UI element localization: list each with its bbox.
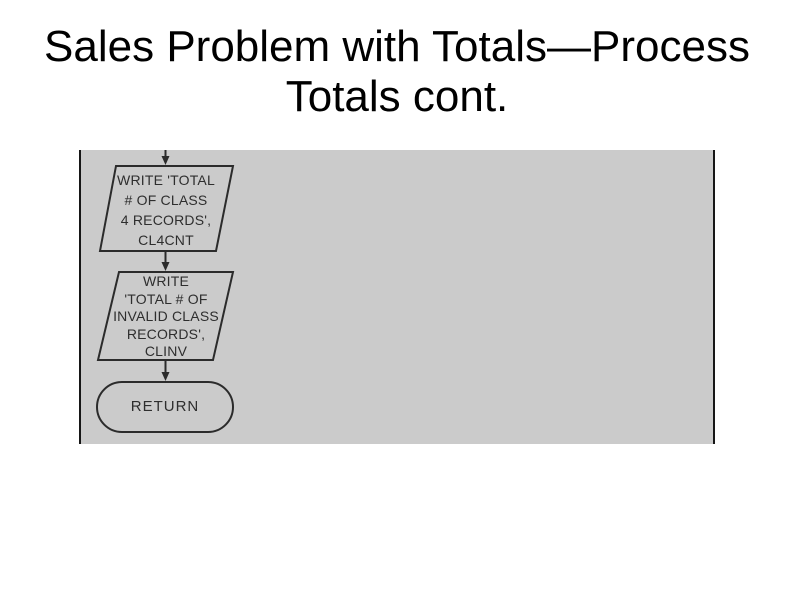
flowchart-shapes [96, 150, 235, 433]
flow-text-line: WRITE 'TOTAL [117, 172, 215, 188]
io-parallelogram-class4 [98, 165, 235, 252]
incoming-flow-arrow [161, 150, 170, 165]
flow-text-line: 'TOTAL # OF [124, 290, 208, 307]
terminator-return-label: RETURN [130, 398, 200, 415]
flow-text-line: CL4CNT [138, 232, 194, 248]
flow-arrow-1 [161, 251, 170, 271]
io-text-class4: WRITE 'TOTAL # OF CLASS 4 RECORDS', CL4C… [91, 170, 241, 250]
flow-text-line: WRITE [142, 273, 190, 289]
flow-text-line: INVALID CLASS [113, 308, 219, 324]
flow-text-line: CLINV [144, 343, 188, 359]
flow-text-line: 4 RECORDS', [120, 212, 212, 228]
terminator-return [96, 381, 234, 433]
flow-text-line: RECORDS', [126, 325, 206, 342]
slide-title-line2: Totals cont. [285, 72, 509, 121]
flowchart-image: WRITE 'TOTAL # OF CLASS 4 RECORDS', CL4C… [79, 150, 715, 444]
slide-title-line1: Sales Problem with Totals—Process [44, 22, 750, 71]
io-text-invalid: WRITE 'TOTAL # OF INVALID CLASS RECORDS'… [91, 273, 241, 361]
io-parallelogram-invalid [96, 271, 235, 361]
flow-text-line: # OF CLASS [124, 192, 208, 208]
slide-title: Sales Problem with Totals—Process Totals… [0, 22, 794, 122]
flow-arrow-2 [161, 360, 170, 381]
